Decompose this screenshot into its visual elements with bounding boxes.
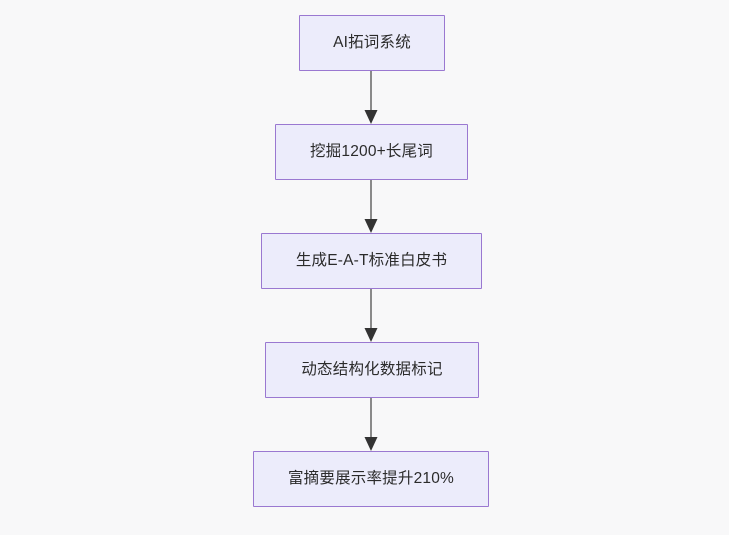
edge-n3-n4 <box>364 289 378 342</box>
flow-node-label: 富摘要展示率提升210% <box>287 470 455 488</box>
edge-n2-n3 <box>364 180 378 233</box>
flow-node-label: 生成E-A-T标准白皮书 <box>295 252 448 270</box>
edge-arrowhead <box>364 110 378 124</box>
flow-node-rich-snippet-rate-increase[interactable]: 富摘要展示率提升210% <box>253 451 489 507</box>
flow-node-label: 挖掘1200+长尾词 <box>309 143 434 161</box>
flow-node-label: 动态结构化数据标记 <box>301 361 443 379</box>
flow-node-ai-keyword-system[interactable]: AI拓词系统 <box>299 15 445 71</box>
flow-node-generate-eat-whitepaper[interactable]: 生成E-A-T标准白皮书 <box>261 233 482 289</box>
edge-arrowhead <box>364 328 378 342</box>
edge-arrowhead <box>364 219 378 233</box>
edge-n1-n2 <box>364 71 378 124</box>
flow-node-dynamic-structured-data-markup[interactable]: 动态结构化数据标记 <box>265 342 479 398</box>
edge-n4-n5 <box>364 398 378 451</box>
flow-node-mine-longtail-keywords[interactable]: 挖掘1200+长尾词 <box>275 124 468 180</box>
flow-node-label: AI拓词系统 <box>333 34 411 52</box>
edge-arrowhead <box>364 437 378 451</box>
